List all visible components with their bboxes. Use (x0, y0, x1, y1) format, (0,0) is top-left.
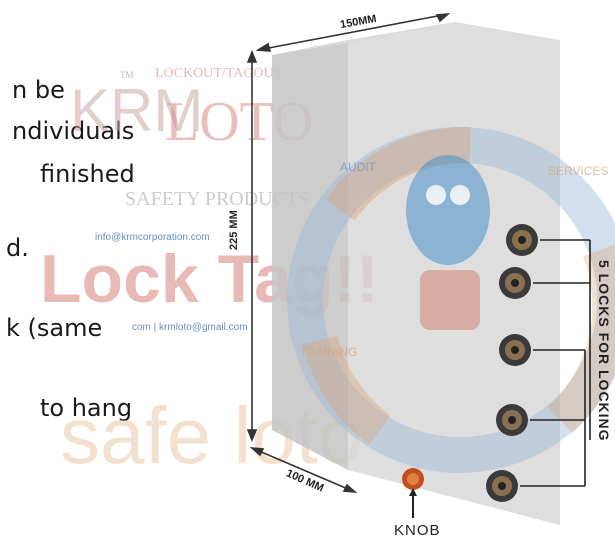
watermark-circle (287, 127, 615, 473)
text-line-1: n be (12, 76, 65, 104)
watermark-krm: KRM (70, 77, 204, 144)
lock-pointer-lines (520, 239, 591, 487)
locks-label: 5 LOCKS FOR LOCKING (596, 260, 612, 442)
text-line-3: finished (40, 160, 135, 188)
text-line-5: k (same (6, 314, 103, 342)
watermark-tm: TM (120, 70, 134, 80)
height-label: 225 MM (228, 210, 240, 250)
watermark-lockout: LOCKOUT/TAGOUT (155, 66, 283, 81)
width-arrow (255, 12, 451, 52)
watermark-email-1: info@krmcorporation.com (95, 232, 210, 243)
watermark-training: TRAINING (300, 345, 358, 359)
lock-holes (486, 224, 538, 502)
text-line-6: to hang (40, 394, 133, 422)
mascot-icon (406, 155, 490, 265)
watermark-audit: AUDIT (340, 160, 376, 174)
text-line-2: ndividuals (12, 117, 135, 145)
knob-label: KNOB (394, 522, 441, 539)
watermark-safety: SAFETY PRODUCTS (125, 188, 310, 210)
watermark-services: SERVICES (548, 164, 609, 178)
watermark-email-2: com | krmloto@gmail.com (132, 322, 248, 333)
depth-arrow (249, 446, 358, 494)
box-side-face (272, 40, 348, 470)
height-arrow (246, 49, 258, 443)
text-line-4: d. (6, 234, 29, 262)
